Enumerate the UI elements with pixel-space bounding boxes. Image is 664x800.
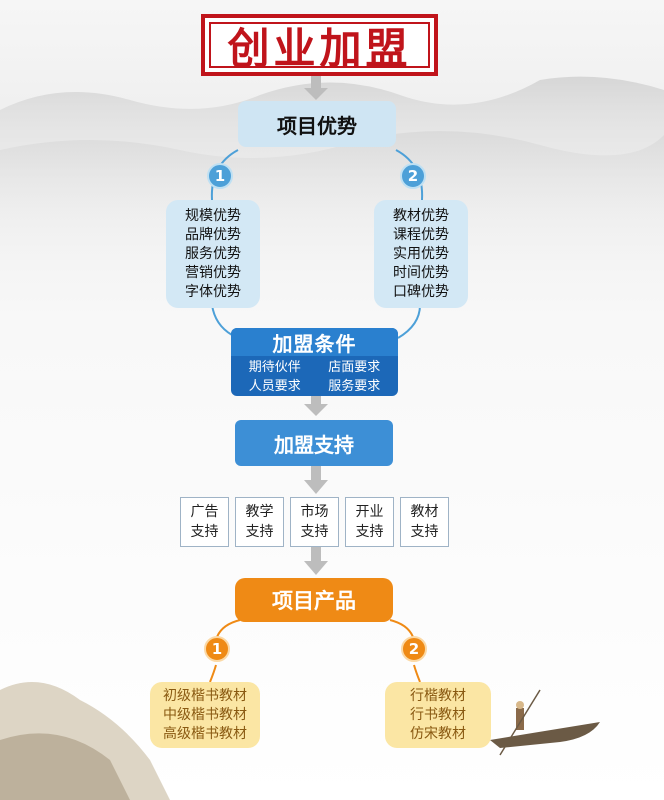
support-line: 支持 — [355, 524, 384, 540]
list-item: 高级楷书教材 — [163, 725, 247, 742]
support-heading: 加盟支持 — [235, 420, 393, 466]
support-line: 教材 — [410, 504, 439, 520]
advantages-heading: 项目优势 — [238, 101, 396, 147]
support-line: 市场 — [300, 504, 329, 520]
support-line: 支持 — [300, 524, 329, 540]
products-left-number: 1 — [204, 636, 230, 662]
rock-illustration — [0, 733, 130, 800]
list-item: 实用优势 — [393, 245, 449, 262]
support-heading-text: 加盟支持 — [274, 432, 354, 457]
list-item: 行书教材 — [410, 706, 466, 723]
product-connectors — [209, 619, 421, 683]
support-item-teaching: 教学 支持 — [235, 497, 284, 547]
number-label: 2 — [407, 167, 419, 185]
support-item-materials: 教材 支持 — [400, 497, 449, 547]
advantages-left-list: 规模优势 品牌优势 服务优势 营销优势 字体优势 — [166, 200, 260, 308]
number-label: 1 — [211, 640, 223, 658]
number-label: 1 — [214, 167, 226, 185]
conditions-heading: 加盟条件 — [231, 328, 398, 356]
list-item: 字体优势 — [185, 283, 241, 300]
products-right-number: 2 — [401, 636, 427, 662]
condition-item: 人员要求 — [248, 379, 301, 394]
support-line: 教学 — [245, 504, 274, 520]
support-line: 支持 — [190, 524, 219, 540]
conditions-grid: 期待伙伴 店面要求 人员要求 服务要求 — [231, 356, 398, 396]
support-item-market: 市场 支持 — [290, 497, 339, 547]
list-item: 规模优势 — [185, 207, 241, 224]
support-item-opening: 开业 支持 — [345, 497, 394, 547]
boat-illustration — [490, 689, 600, 756]
advantages-right-number: 2 — [400, 163, 426, 189]
support-line: 支持 — [410, 524, 439, 540]
conditions-panel: 加盟条件 期待伙伴 店面要求 人员要求 服务要求 — [231, 328, 398, 396]
page-title-text: 创业加盟 — [227, 23, 412, 73]
support-line: 开业 — [355, 504, 384, 520]
list-item: 服务优势 — [185, 245, 241, 262]
products-right-list: 行楷教材 行书教材 仿宋教材 — [385, 682, 491, 748]
list-item: 行楷教材 — [410, 687, 466, 704]
list-item: 中级楷书教材 — [163, 706, 247, 723]
support-line: 支持 — [245, 524, 274, 540]
support-line: 广告 — [190, 504, 219, 520]
list-item: 时间优势 — [393, 264, 449, 281]
support-item-advertising: 广告 支持 — [180, 497, 229, 547]
condition-item: 店面要求 — [328, 360, 381, 375]
advantages-heading-text: 项目优势 — [277, 113, 357, 138]
products-heading: 项目产品 — [235, 578, 393, 622]
list-item: 教材优势 — [393, 207, 449, 224]
condition-item: 服务要求 — [328, 379, 381, 394]
list-item: 仿宋教材 — [410, 725, 466, 742]
products-heading-text: 项目产品 — [272, 589, 356, 613]
list-item: 品牌优势 — [185, 226, 241, 243]
list-item: 口碑优势 — [393, 283, 449, 300]
flow-arrows — [304, 76, 328, 575]
page-title: 创业加盟 — [201, 14, 438, 76]
number-label: 2 — [408, 640, 420, 658]
list-item: 营销优势 — [185, 264, 241, 281]
condition-item: 期待伙伴 — [248, 360, 301, 375]
list-item: 初级楷书教材 — [163, 687, 247, 704]
products-left-list: 初级楷书教材 中级楷书教材 高级楷书教材 — [150, 682, 260, 748]
advantages-right-list: 教材优势 课程优势 实用优势 时间优势 口碑优势 — [374, 200, 468, 308]
advantages-left-number: 1 — [207, 163, 233, 189]
list-item: 课程优势 — [393, 226, 449, 243]
